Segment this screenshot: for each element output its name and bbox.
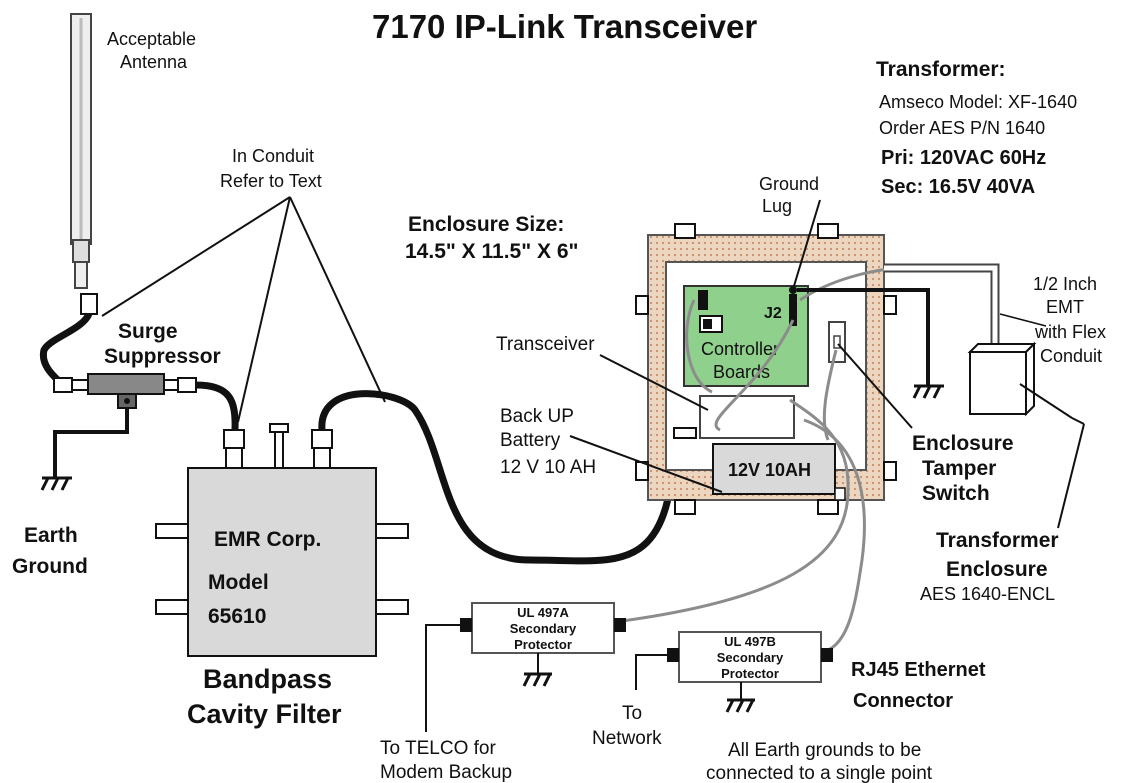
transformer-primary: Pri: 120VAC 60Hz (881, 147, 1046, 169)
network-label-line1: To (622, 703, 642, 724)
ground-lug-label-line1: Ground (759, 174, 819, 194)
earth-ground-wire (53, 408, 129, 478)
bandpass-filter (155, 423, 409, 657)
controller-label-line2: Boards (713, 362, 770, 382)
earth-ground-symbol-1 (40, 476, 72, 491)
ground-lug-leader (793, 199, 821, 287)
surge-suppressor (53, 373, 197, 409)
transformer-heading: Transformer: (876, 58, 1006, 81)
earth-ground-symbol-2 (912, 384, 944, 399)
surge-label-line2: Suppressor (104, 345, 221, 368)
battery-label-line1: Back UP (500, 406, 574, 427)
transformer-secondary: Sec: 16.5V 40VA (881, 176, 1035, 198)
ground-lug-wire (797, 288, 930, 386)
coax-suppressor-to-filter (195, 381, 239, 431)
filter-model-line2: 65610 (208, 605, 266, 628)
conduit-note-line1: In Conduit (232, 146, 314, 166)
ul497a-protector (471, 602, 615, 654)
emt-label-line2: EMT (1046, 297, 1084, 317)
filter-caption-line1: Bandpass (203, 664, 332, 694)
telco-label-line1: To TELCO for (380, 738, 496, 759)
coax-antenna-to-suppressor (39, 312, 93, 387)
telco-wire (425, 624, 460, 732)
transceiver-module (699, 395, 795, 439)
ul497a-line2: Secondary (510, 621, 577, 636)
telco-label-line2: Modem Backup (380, 762, 512, 783)
grounds-note-line1: All Earth grounds to be (728, 740, 921, 761)
j2-label: J2 (764, 305, 782, 322)
transformer-leader-lines (1019, 383, 1085, 529)
ul497b-line3: Protector (721, 666, 779, 681)
transformer-model: Amseco Model: XF-1640 (879, 92, 1077, 112)
transformer-enclosure (967, 341, 1037, 417)
ground-lug-label-line2: Lug (762, 196, 792, 216)
grounds-note-line2: connected to a single point (706, 763, 933, 783)
emt-leader (999, 313, 1047, 327)
ground-lug (789, 286, 797, 294)
battery-label-line3: 12 V 10 AH (500, 457, 596, 478)
diagram-title: 7170 IP-Link Transceiver (372, 8, 757, 45)
enclosure-size-value: 14.5" X 11.5" X 6" (405, 240, 579, 263)
filter-brand: EMR Corp. (214, 528, 321, 551)
ul497b-line2: Secondary (717, 650, 784, 665)
transceiver-leader (599, 354, 709, 411)
network-label-line2: Network (592, 728, 662, 749)
transceiver-label: Transceiver (496, 334, 595, 355)
network-wire (635, 654, 667, 690)
antenna-label-line1: Acceptable (107, 29, 196, 49)
transformer-encl-line3: AES 1640-ENCL (920, 584, 1055, 604)
battery-box-label: 12V 10AH (728, 460, 811, 480)
tamper-label-line2: Tamper (922, 457, 996, 480)
tamper-label-line3: Switch (922, 482, 990, 505)
conduit-note-leader-lines (101, 196, 386, 423)
ul497a-line1: UL 497A (517, 605, 569, 620)
ul497a-line3: Protector (514, 637, 572, 652)
rj45-label-line2: Connector (853, 690, 953, 712)
earth-ground-line2: Ground (12, 555, 88, 578)
transformer-encl-line2: Enclosure (946, 558, 1048, 581)
emt-conduit (884, 263, 1000, 344)
battery-label-line2: Battery (500, 430, 561, 451)
emt-label-line3: with Flex (1034, 322, 1106, 342)
backup-battery-box (712, 443, 836, 495)
earth-ground-line1: Earth (24, 524, 78, 547)
antenna (70, 13, 98, 315)
enclosure-size-label: Enclosure Size: (408, 213, 564, 236)
j2-connector (789, 294, 797, 326)
battery-leader (569, 435, 723, 493)
filter-model-line1: Model (208, 571, 269, 594)
tamper-leader (837, 343, 913, 429)
tamper-label-line1: Enclosure (912, 432, 1014, 455)
board-connector (698, 290, 708, 310)
earth-ground-symbol-4 (725, 698, 755, 713)
transformer-encl-line1: Transformer (936, 529, 1059, 552)
controller-label-line1: Controller (701, 339, 779, 359)
surge-label-line1: Surge (118, 320, 178, 343)
filter-caption-line2: Cavity Filter (187, 699, 342, 729)
coax-filter-to-transceiver (318, 390, 679, 565)
rj45-label-line1: RJ45 Ethernet (851, 659, 986, 681)
earth-ground-symbol-3 (522, 672, 552, 687)
ul497b-line1: UL 497B (724, 634, 776, 649)
antenna-label-line2: Antenna (120, 52, 188, 72)
emt-label-line4: Conduit (1040, 346, 1102, 366)
conduit-note-line2: Refer to Text (220, 171, 322, 191)
transformer-order: Order AES P/N 1640 (879, 118, 1045, 138)
emt-label-line1: 1/2 Inch (1033, 274, 1097, 294)
